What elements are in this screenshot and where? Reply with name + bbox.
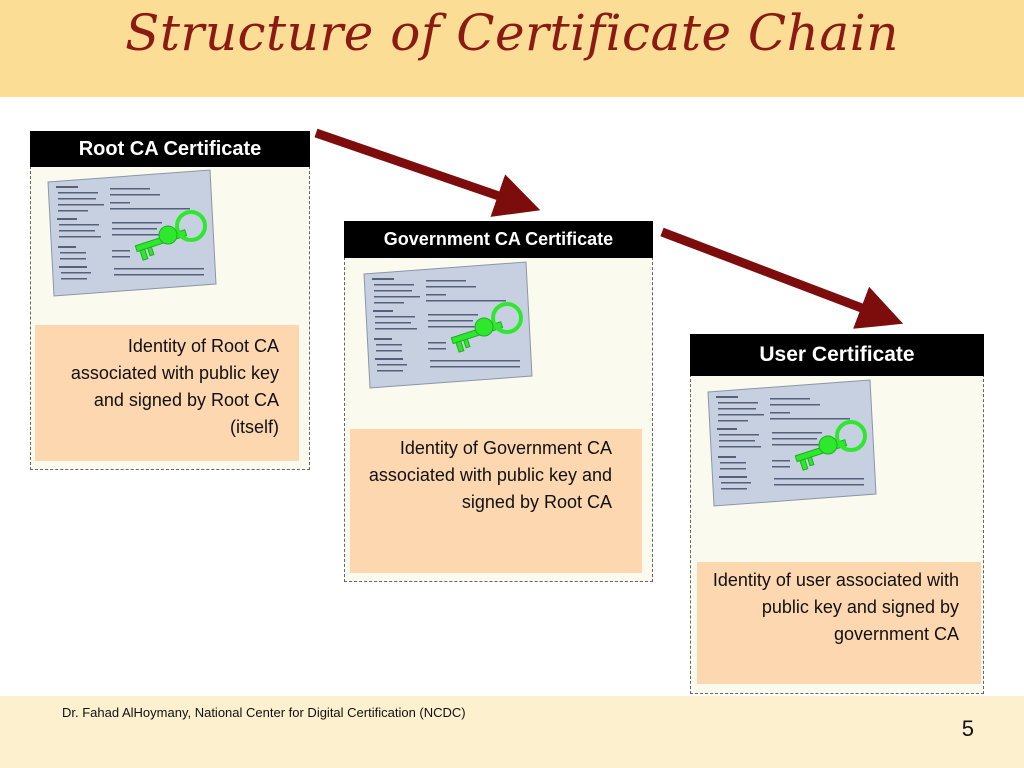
user-description: Identity of user associated with public … [697,562,981,684]
arrow-government-to-user [660,227,904,329]
government-ca-certificate-icon [356,260,536,395]
slide-title: Structure of Certificate Chain [125,4,899,62]
government-ca-description: Identity of Government CA associated wit… [350,429,642,573]
arrow-root-to-government [314,128,541,217]
root-ca-label: Root CA Certificate [30,131,310,167]
root-ca-certificate-icon [40,168,220,303]
page-number: 5 [961,716,974,741]
government-ca-label: Government CA Certificate [344,221,653,258]
footer-bar: Dr. Fahad AlHoymany, National Center for… [0,696,1024,768]
header-bar: Structure of Certificate Chain [0,0,1024,97]
footer-credit: Dr. Fahad AlHoymany, National Center for… [62,705,466,720]
user-certificate-icon [700,378,880,513]
root-ca-description: Identity of Root CA associated with publ… [35,325,299,461]
user-label: User Certificate [690,334,984,376]
